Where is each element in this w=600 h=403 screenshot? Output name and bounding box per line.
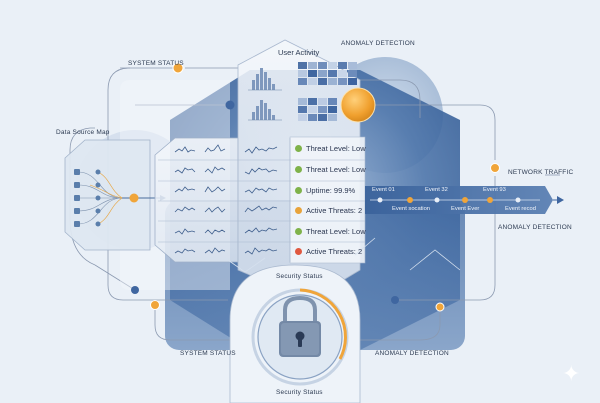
status-item-3: Active Threats: 2	[306, 206, 363, 215]
connector-dot-blue-right	[391, 296, 399, 304]
status-panel	[289, 136, 366, 264]
user-activity-histograms	[248, 68, 282, 121]
system-status-label-top: SYSTEM STATUS	[128, 60, 184, 67]
status-item-5: Active Threats: 2	[306, 247, 363, 256]
security-status-title-top: Security Status	[276, 273, 323, 280]
user-activity-heatmaps	[298, 62, 357, 121]
left-sparkline-panel	[154, 137, 239, 263]
security-progress-arc	[299, 288, 347, 360]
status-dot-4	[295, 228, 302, 235]
status-item-1: Threat Level: Low	[306, 165, 366, 174]
timeline-event-top-1: Event 32	[425, 187, 448, 193]
anomaly-dot-bottom	[435, 302, 445, 312]
data-source-map-label: Data Source Map	[56, 129, 110, 136]
network-timeline	[365, 186, 553, 214]
sparklines	[174, 144, 278, 255]
timeline-event-top-0: Event 01	[372, 187, 395, 193]
status-dot-3	[295, 207, 302, 214]
status-item-4: Threat Level: Low	[306, 227, 366, 236]
frame-line-left	[107, 90, 228, 301]
security-status-title-bottom: Security Status	[276, 389, 323, 396]
user-activity-title: User Activity	[278, 48, 320, 57]
anomaly-detection-label-top: ANOMALY DETECTION	[341, 40, 415, 47]
anomaly-detection-label-right: ANOMALY DETECTION	[498, 224, 572, 231]
status-dot-5	[295, 248, 302, 255]
anomaly-orb	[340, 87, 376, 123]
status-dot-2	[295, 187, 302, 194]
status-item-0: Threat Level: Low	[306, 144, 366, 153]
status-dot-1	[295, 166, 302, 173]
timeline-event-top-2: Event 93	[483, 187, 506, 193]
network-traffic-label: NETWORK TRAFFIC	[508, 169, 574, 176]
timeline-event-bottom-1: Event Ever	[451, 206, 480, 212]
lock-icon	[279, 295, 321, 357]
system-status-dot-top	[172, 62, 184, 74]
system-status-label-bottom: SYSTEM STATUS	[180, 350, 236, 357]
timeline-event-bottom-2: Event recod	[505, 206, 536, 212]
timeline-event-bottom-0: Event socation	[392, 206, 431, 212]
connector-dot-blue-left	[131, 286, 139, 294]
sparkle-icon: ✦	[562, 361, 581, 386]
status-item-2: Uptime: 99.9%	[306, 186, 356, 195]
connector-dot-blue-top	[225, 100, 235, 110]
data-source-hub	[129, 193, 139, 203]
network-traffic-dot	[490, 163, 500, 173]
status-dot-0	[295, 145, 302, 152]
system-status-dot-bottom	[150, 300, 160, 310]
anomaly-detection-label-bottom: ANOMALY DETECTION	[375, 350, 449, 357]
